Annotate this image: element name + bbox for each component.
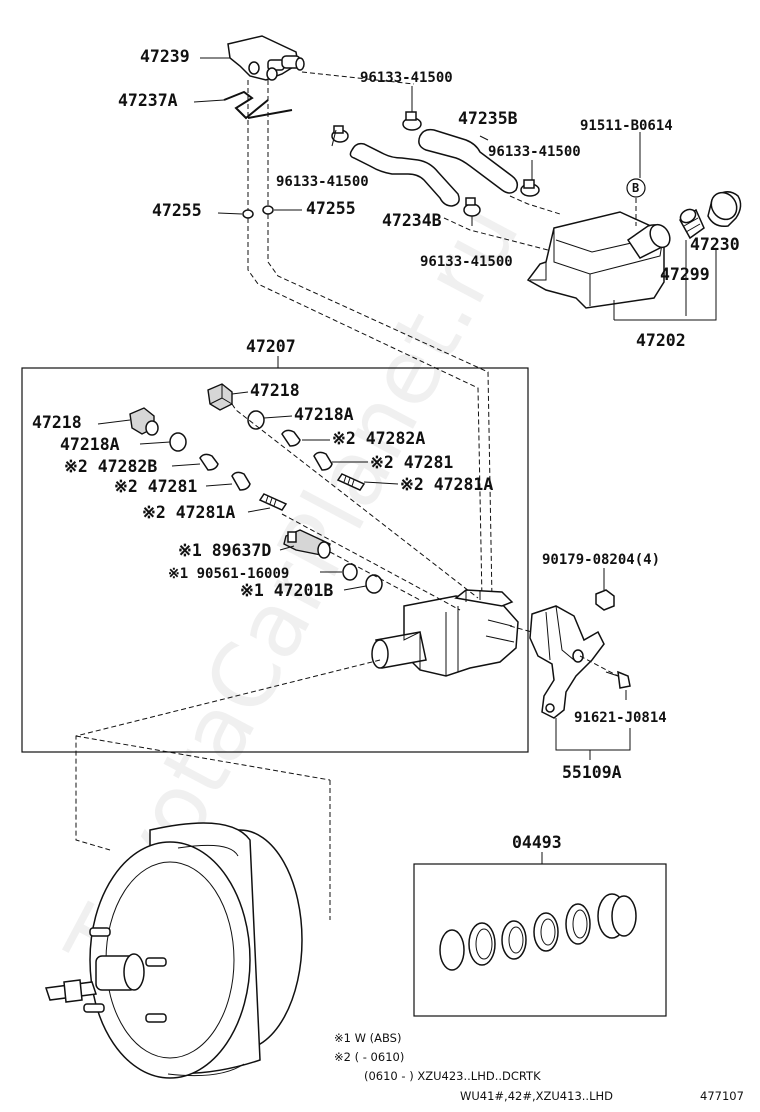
note-4: WU41#,42#,XZU413..LHD (460, 1089, 613, 1103)
label-47234b: 47234B (382, 211, 442, 230)
master-cylinder-body[interactable] (371, 589, 519, 677)
note-2: ※2 ( - 0610) (334, 1050, 404, 1064)
plug-47218-top[interactable] (207, 383, 233, 411)
label-47239: 47239 (140, 47, 190, 66)
label-47218-top: 47218 (250, 381, 300, 400)
reservoir-tank-47202[interactable] (526, 211, 674, 309)
leaders-middle (97, 391, 399, 591)
label-47218a-left: 47218A (60, 435, 120, 454)
label-47282b: ※2 47282B (64, 457, 157, 476)
master-cylinder-frame (21, 367, 529, 753)
label-55109a: 55109A (562, 763, 622, 782)
label-96133-c: 96133-41500 (276, 174, 369, 190)
label-91621: 91621-J0814 (574, 710, 667, 726)
leaders-bracket (555, 568, 631, 760)
hose-clamp-lower[interactable] (463, 197, 481, 217)
label-47237a: 47237A (118, 91, 178, 110)
label-47230: 47230 (690, 235, 740, 254)
callout-b-label: B (632, 181, 639, 195)
cap-47281-left[interactable] (231, 471, 251, 491)
label-90561: ※1 90561-16009 (168, 566, 289, 582)
label-47218a-right: 47218A (294, 405, 354, 424)
diagram-id: 477107 (700, 1089, 744, 1103)
label-47235b: 47235B (458, 109, 518, 128)
strainer-47299[interactable] (678, 207, 705, 240)
bracket-55109a[interactable] (529, 605, 605, 719)
note-1: ※1 W (ABS) (334, 1031, 401, 1045)
note-3: (0610 - ) XZU423..LHD..DCRTK (364, 1069, 541, 1083)
callout-b-circle (626, 178, 646, 198)
nut-90179[interactable] (595, 589, 615, 611)
hose-47235b[interactable] (418, 128, 519, 194)
repair-kit-04493[interactable] (439, 893, 637, 971)
label-47255-left: 47255 (152, 201, 202, 220)
label-89637d: ※1 89637D (178, 541, 271, 560)
union-bracket-47239[interactable] (227, 35, 305, 81)
oring-90561[interactable] (342, 563, 358, 581)
label-47281-left: ※2 47281 (114, 477, 197, 496)
label-96133-d: 96133-41500 (420, 254, 513, 270)
label-47282a: ※2 47282A (332, 429, 425, 448)
reservoir-cap-47230[interactable] (706, 188, 742, 228)
gasket-47218a-left[interactable] (169, 432, 187, 452)
plug-47218-left[interactable] (129, 407, 159, 436)
label-47281-right: ※2 47281 (370, 453, 453, 472)
label-04493: 04493 (512, 833, 562, 852)
label-91511: 91511-B0614 (580, 118, 673, 134)
cap-47281-right[interactable] (313, 451, 333, 471)
gasket-47201b[interactable] (365, 574, 383, 594)
label-47281a-right: ※2 47281A (400, 475, 493, 494)
brake-booster[interactable] (45, 822, 303, 1079)
hose-clamp-right[interactable] (520, 179, 540, 197)
bleeder-47281a-right[interactable] (336, 473, 366, 491)
gasket-47218a-right[interactable] (247, 410, 265, 430)
leaders-top (193, 57, 717, 321)
label-47255-right: 47255 (306, 199, 356, 218)
hose-clamp-left[interactable] (331, 125, 349, 143)
grommet-47255-right[interactable] (262, 205, 274, 215)
label-47281a-left: ※2 47281A (142, 503, 235, 522)
bolt-91621[interactable] (605, 670, 631, 689)
cap-47282b[interactable] (199, 453, 219, 471)
label-47299: 47299 (660, 265, 710, 284)
label-96133-b: 96133-41500 (488, 144, 581, 160)
label-47201b: ※1 47201B (240, 581, 333, 600)
label-47218-left: 47218 (32, 413, 82, 432)
label-47202: 47202 (636, 331, 686, 350)
sensor-89637d[interactable] (283, 529, 331, 559)
grommet-47255-left[interactable] (242, 209, 254, 219)
bleeder-47281a-left[interactable] (258, 493, 288, 511)
clip-47237a[interactable] (223, 90, 293, 120)
cap-47282a[interactable] (281, 429, 301, 447)
hose-clamp-upper[interactable] (402, 111, 422, 131)
reservoir-group: B (223, 35, 742, 601)
label-47207: 47207 (246, 337, 296, 356)
label-96133-a: 96133-41500 (360, 70, 453, 86)
label-90179: 90179-08204(4) (542, 552, 660, 568)
repair-kit-frame (413, 863, 667, 1017)
hose-47234b[interactable] (349, 142, 460, 207)
